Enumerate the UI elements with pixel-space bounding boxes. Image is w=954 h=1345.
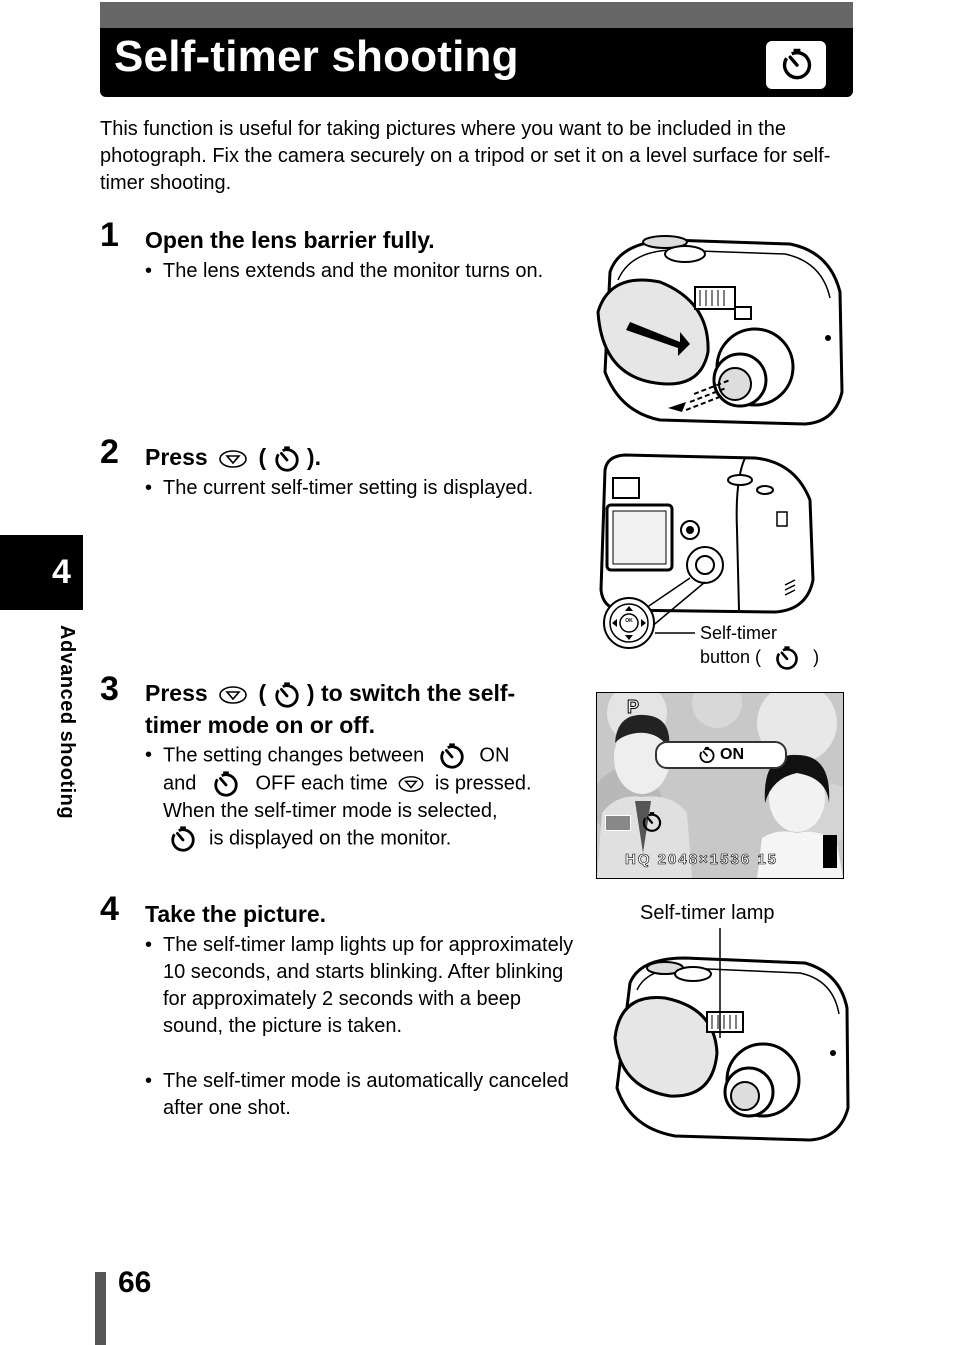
step-3-heading: Press ( ) to switch the self-timer mode … xyxy=(145,677,565,741)
step-4-number: 4 xyxy=(100,890,119,928)
monitor-count: 15 xyxy=(757,851,779,869)
self-timer-icon xyxy=(212,770,240,798)
self-timer-button-caption-line1: Self-timer xyxy=(700,623,778,643)
mode-indicator: P xyxy=(626,697,640,718)
step-2-close-paren: ). xyxy=(306,444,321,470)
chapter-tab: 4 xyxy=(0,535,83,610)
step-3-text-off: OFF each time xyxy=(255,772,388,795)
step-3-text-selected: When the self-timer mode is selected, xyxy=(163,800,498,822)
step-4-bullet-2-text: The self-timer mode is automatically can… xyxy=(163,1070,569,1119)
step-1-number: 1 xyxy=(100,216,119,254)
monitor-on-label: ON xyxy=(720,746,744,763)
page-title: Self-timer shooting xyxy=(114,32,519,81)
monitor-status-text: HQ 2048×1536 xyxy=(625,851,752,869)
step-1-bullet: •The lens extends and the monitor turns … xyxy=(145,260,544,282)
step-3-text-displayed: is displayed on the monitor. xyxy=(209,827,452,850)
self-timer-icon xyxy=(774,645,800,671)
monitor-photo xyxy=(597,693,843,878)
self-timer-icon xyxy=(169,825,197,853)
title-bar: Self-timer shooting xyxy=(100,2,853,97)
step-2-number: 2 xyxy=(100,433,119,471)
step-3-bullet: •The setting changes between ON and OFF … xyxy=(145,742,593,853)
caption-button-text: button ( xyxy=(700,646,762,667)
page-number-bar xyxy=(95,1272,106,1345)
step-4-bullet-1: •The self-timer lamp lights up for appro… xyxy=(145,934,574,1037)
battery-bar xyxy=(823,835,837,868)
camera-front-illustration xyxy=(596,235,844,426)
down-arrow-button-icon xyxy=(397,775,425,793)
step-3-heading-rest: ) to switch the self-timer mode on or of… xyxy=(145,680,516,738)
step-4-bullet-1-text: The self-timer lamp lights up for approx… xyxy=(163,934,574,1037)
chapter-number: 4 xyxy=(52,553,71,591)
step-2-open-paren: ( xyxy=(258,444,267,470)
step-2-bullet-text: The current self-timer setting is displa… xyxy=(163,477,534,499)
step-2-heading: Press ( ). xyxy=(145,441,321,473)
self-timer-icon xyxy=(273,681,301,709)
step-3-text-pressed: is pressed. xyxy=(434,772,532,795)
self-timer-icon xyxy=(641,811,663,833)
ok-label: OK xyxy=(625,618,633,624)
self-timer-on-indicator: ON xyxy=(655,741,787,769)
intro-paragraph: This function is useful for taking pictu… xyxy=(100,118,831,194)
camera-front-illustration xyxy=(613,928,850,1142)
step-4-bullet-2: •The self-timer mode is automatically ca… xyxy=(145,1070,569,1119)
step-3-text-on: ON xyxy=(479,744,510,767)
camera-back-illustration: OK xyxy=(599,453,815,649)
step-3-press-text: Press xyxy=(145,680,208,706)
monitor-screen: P ON HQ 2048×1536 15 xyxy=(596,692,844,879)
step-2-bullet: •The current self-timer setting is displ… xyxy=(145,477,534,499)
self-timer-button-caption-line2: button ( ) xyxy=(700,645,819,671)
page-number: 66 xyxy=(118,1266,152,1299)
step-1-bullet-text: The lens extends and the monitor turns o… xyxy=(163,260,544,282)
self-timer-lamp-caption: Self-timer lamp xyxy=(640,902,775,924)
self-timer-icon xyxy=(438,742,466,770)
down-arrow-button-icon xyxy=(218,449,248,469)
card-icon xyxy=(605,815,631,831)
step-4-heading: Take the picture. xyxy=(145,901,327,927)
chapter-label: Advanced shooting xyxy=(56,625,78,820)
step-3-text-and: and xyxy=(163,772,197,795)
step-3-open-paren: ( xyxy=(258,680,267,706)
step-2-press-text: Press xyxy=(145,444,208,470)
step-3-number: 3 xyxy=(100,670,119,708)
title-bar-stripe xyxy=(100,2,853,28)
self-timer-icon xyxy=(698,746,716,764)
step-3-text-1: The setting changes between xyxy=(163,744,425,767)
caption-close-paren: ) xyxy=(813,646,820,667)
down-arrow-button-icon xyxy=(218,685,248,705)
monitor-status: HQ 2048×1536 15 xyxy=(625,851,779,869)
self-timer-icon xyxy=(273,445,301,473)
self-timer-icon xyxy=(766,41,826,89)
step-1-heading: Open the lens barrier fully. xyxy=(145,227,435,253)
